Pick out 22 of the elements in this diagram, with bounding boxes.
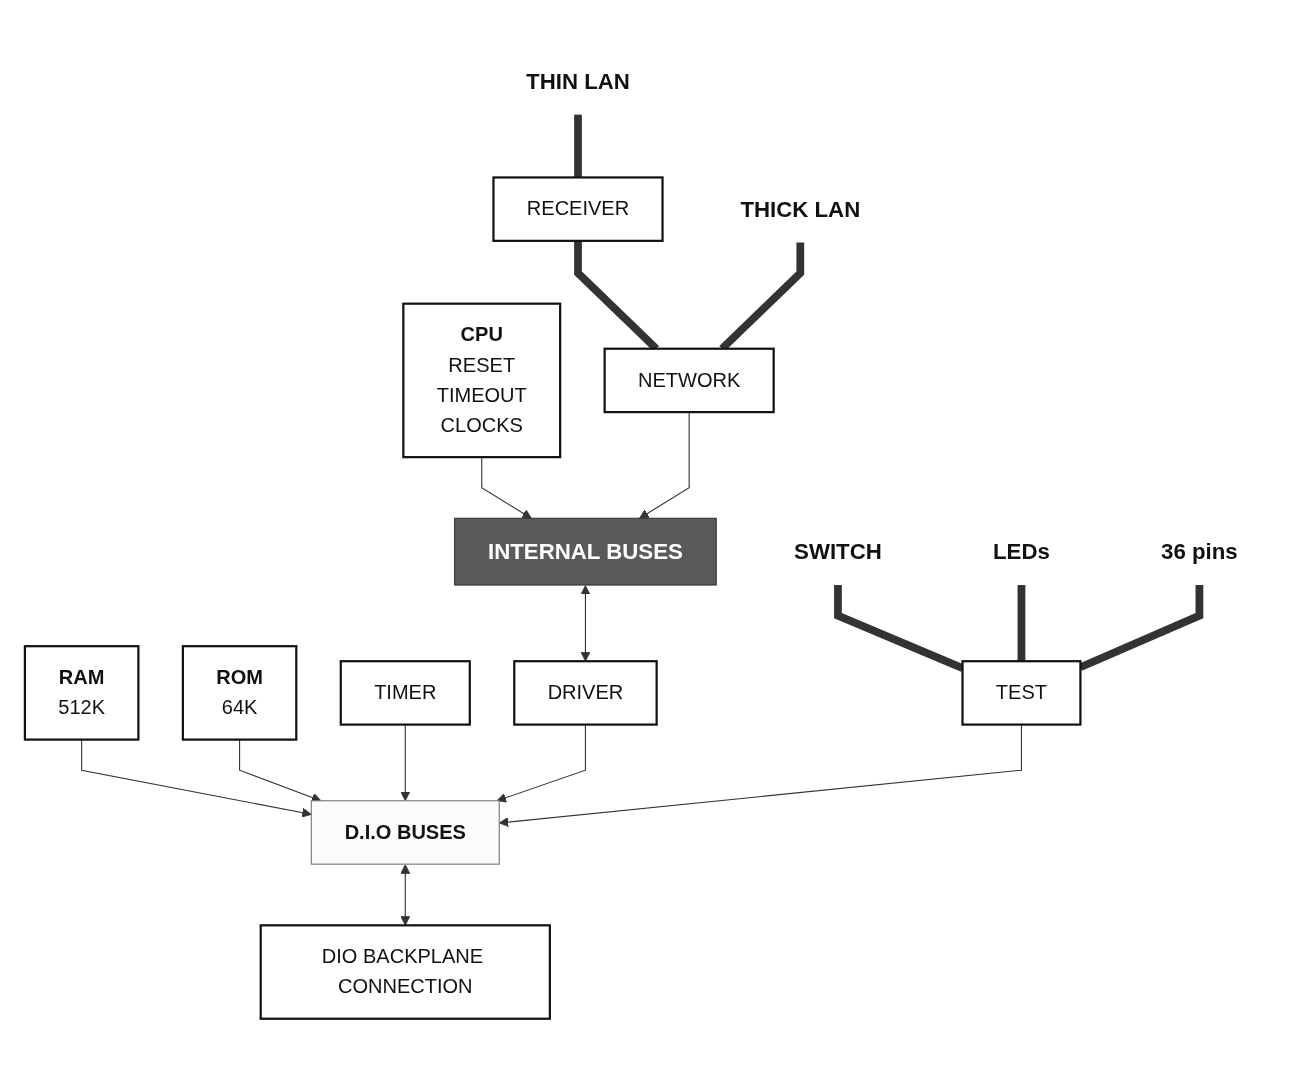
node-text: SWITCH	[794, 539, 882, 565]
arrow	[498, 724, 1022, 828]
node-box: DIO BACKPLANE CONNECTION	[259, 924, 551, 1021]
arrow	[580, 585, 591, 662]
node-box: RECEIVER	[492, 176, 664, 243]
arrow	[81, 739, 312, 818]
node-box: TIMER	[339, 660, 471, 726]
node-box: TEST	[961, 660, 1082, 726]
node-box: CPU RESET TIMEOUT CLOCKS	[402, 302, 562, 459]
node-text: 36 pins	[1161, 539, 1238, 565]
node-text: LEDs	[993, 539, 1050, 565]
node-box: DRIVER	[513, 660, 658, 726]
node-box: INTERNAL BUSES	[454, 517, 717, 586]
arrow	[400, 724, 411, 802]
node-text: THIN LAN	[526, 69, 630, 94]
arrow	[400, 864, 411, 926]
node-text: THICK LAN	[740, 197, 861, 222]
arrow	[496, 724, 586, 803]
node-box: RAM 512K	[23, 645, 140, 741]
node-box: D.I.O BUSES	[310, 800, 500, 865]
node-box: NETWORK	[603, 347, 775, 414]
node-box: ROM 64K	[181, 645, 298, 741]
